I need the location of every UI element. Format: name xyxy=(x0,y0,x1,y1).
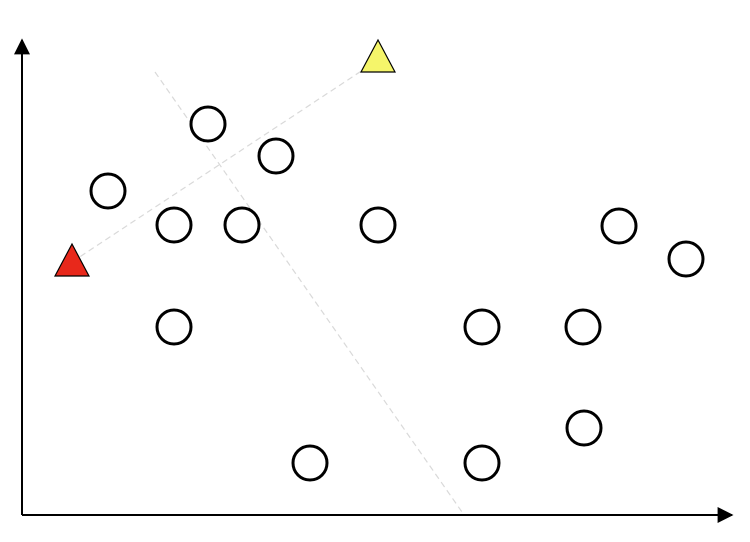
data-point xyxy=(89,172,127,210)
data-point xyxy=(223,206,261,244)
data-point xyxy=(257,137,295,175)
data-point xyxy=(564,308,602,346)
centroid-connector-line xyxy=(71,59,379,263)
data-point xyxy=(667,240,705,278)
data-point xyxy=(189,105,227,143)
data-point xyxy=(291,444,329,482)
centroid-red-triangle xyxy=(54,242,90,277)
data-point xyxy=(359,206,397,244)
data-point xyxy=(155,308,193,346)
data-point xyxy=(155,206,193,244)
data-points xyxy=(89,105,705,482)
data-point xyxy=(565,409,603,447)
data-point xyxy=(600,207,638,245)
data-point xyxy=(463,444,501,482)
centroid-yellow-triangle xyxy=(360,38,396,73)
data-point xyxy=(463,308,501,346)
